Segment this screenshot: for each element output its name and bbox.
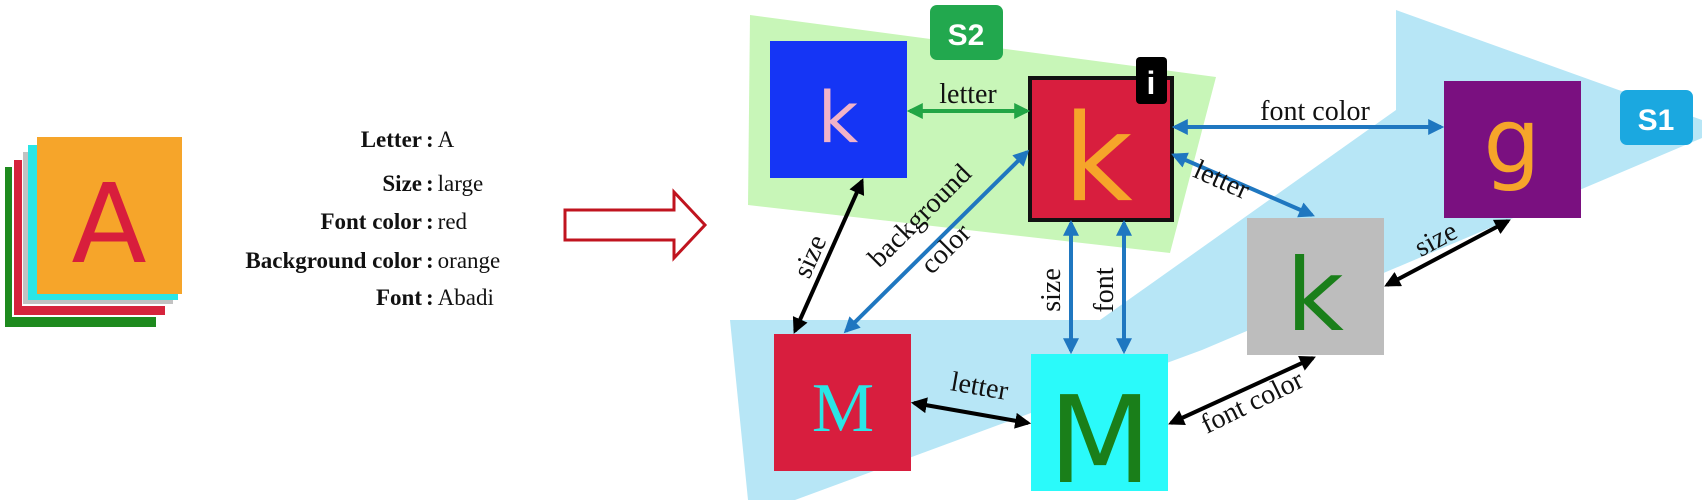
badge-s1: S1	[1620, 90, 1693, 145]
edge-cyan-gray: font color	[1168, 356, 1316, 440]
tile-purple-g: g	[1444, 81, 1581, 218]
attr-key: Font color	[320, 209, 422, 234]
tile-purple-g-letter: g	[1483, 89, 1540, 194]
transform-arrow	[563, 188, 708, 262]
tile-gray-k-letter: k	[1286, 237, 1344, 354]
info-icon: i	[1147, 65, 1156, 101]
attr-value: A	[437, 127, 455, 152]
attr-key: Background color	[245, 248, 422, 273]
edge-main-purple: font color	[1171, 96, 1445, 135]
edge-main-gray-label: letter	[1189, 154, 1255, 206]
edge-main-cyan-size-label: size	[1036, 268, 1067, 312]
source-letter: A	[71, 160, 146, 288]
badge-s2: S2	[930, 5, 1003, 60]
tile-cyan-m-letter: M	[1048, 372, 1152, 500]
edge-main-cyan-font-label: font	[1089, 267, 1120, 312]
attr-row-font: Font:Abadi	[160, 285, 780, 311]
tile-blue-k: k	[770, 41, 907, 178]
source-stack: A	[5, 137, 182, 327]
edge-blue-main: letter	[906, 79, 1031, 119]
attr-key: Size	[382, 171, 422, 196]
attr-value: orange	[437, 248, 501, 273]
attr-row-size: Size:large	[160, 171, 780, 197]
stack-layer-orange	[37, 137, 182, 294]
badge-s1-label: S1	[1638, 104, 1675, 137]
tile-red-m: M	[774, 334, 911, 471]
attr-separator: :	[426, 248, 434, 273]
tile-red-m-letter: M	[812, 370, 874, 447]
attr-row-letter: Letter:A	[160, 127, 780, 153]
attr-value: large	[437, 171, 484, 196]
info-badge: i	[1136, 57, 1167, 104]
attr-value: Abadi	[437, 285, 494, 310]
attr-value: red	[437, 209, 468, 234]
edge-main-purple-label: font color	[1260, 96, 1370, 127]
edge-main-cyan-size: size	[1036, 219, 1079, 355]
attr-separator: :	[426, 127, 434, 152]
edge-blue-redm-label: size	[787, 230, 833, 282]
tile-blue-k-letter: k	[818, 77, 859, 159]
attr-key: Font	[376, 285, 422, 310]
attr-separator: :	[426, 209, 434, 234]
edge-main-cyan-font: font	[1089, 219, 1132, 355]
attr-separator: :	[426, 285, 434, 310]
tile-gray-k: k	[1247, 218, 1384, 355]
attr-row-background-color: Background color:orange	[160, 248, 780, 274]
badge-s2-label: S2	[948, 19, 985, 52]
attr-row-font-color: Font color:red	[160, 209, 780, 235]
attr-separator: :	[426, 171, 434, 196]
attr-key: Letter	[360, 127, 422, 152]
tile-cyan-m: M	[1031, 354, 1168, 500]
tile-main-k-letter: k	[1063, 90, 1133, 229]
edge-blue-main-label: letter	[939, 79, 997, 110]
